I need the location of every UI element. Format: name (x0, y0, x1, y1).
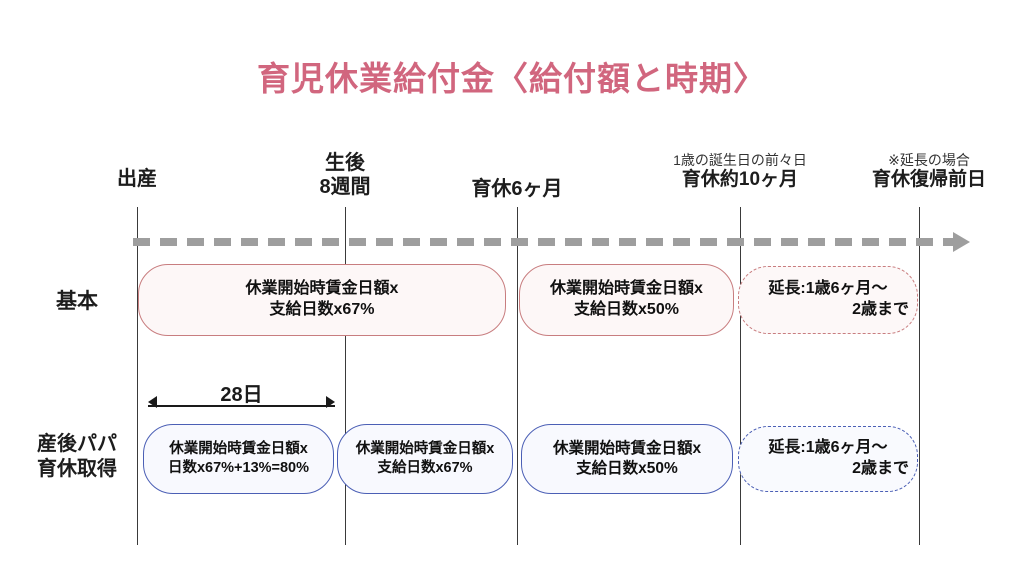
benefit-box-basic-50: 休業開始時賃金日額x 支給日数x50% (519, 264, 734, 336)
measure-28-days: 28日 (148, 378, 335, 414)
benefit-box-papa-80: 休業開始時賃金日額x 日数x67%+13%=80% (143, 424, 334, 494)
measure-label: 28日 (220, 384, 263, 406)
gridline-10months (740, 207, 741, 545)
benefit-box-basic-extension: 延長:1歳6ヶ月〜 2歳まで (738, 266, 918, 334)
arrow-left-icon (148, 396, 157, 408)
row-label-basic: 基本 (56, 290, 98, 313)
timeline-marker-6months: 育休6ヶ月 (471, 178, 563, 200)
timeline-marker-birth: 出産 (117, 168, 157, 190)
benefit-box-papa-50: 休業開始時賃金日額x 支給日数x50% (521, 424, 733, 494)
gridline-return-day (919, 207, 920, 545)
gridline-birth (137, 207, 138, 545)
gridline-8weeks (345, 207, 346, 545)
benefit-box-basic-67: 休業開始時賃金日額x 支給日数x67% (138, 264, 506, 336)
benefit-box-papa-extension: 延長:1歳6ヶ月〜 2歳まで (738, 426, 918, 492)
row-label-papa: 産後パパ 育休取得 (37, 433, 117, 480)
timeline-axis (133, 238, 953, 246)
timeline-marker-8weeks: 生後 8週間 (319, 152, 371, 198)
right-arrow-icon (953, 232, 970, 252)
page-title: 育児休業給付金〈給付額と時期〉 (257, 60, 767, 97)
timeline-marker-return-day: ※延長の場合 育休復帰前日 (871, 152, 986, 190)
measure-line (148, 405, 335, 407)
timeline-marker-10months: 1歳の誕生日の前々日 育休約10ヶ月 (673, 152, 807, 190)
gridline-6months (517, 207, 518, 545)
arrow-right-icon (326, 396, 335, 408)
benefit-box-papa-67: 休業開始時賃金日額x 支給日数x67% (337, 424, 513, 494)
